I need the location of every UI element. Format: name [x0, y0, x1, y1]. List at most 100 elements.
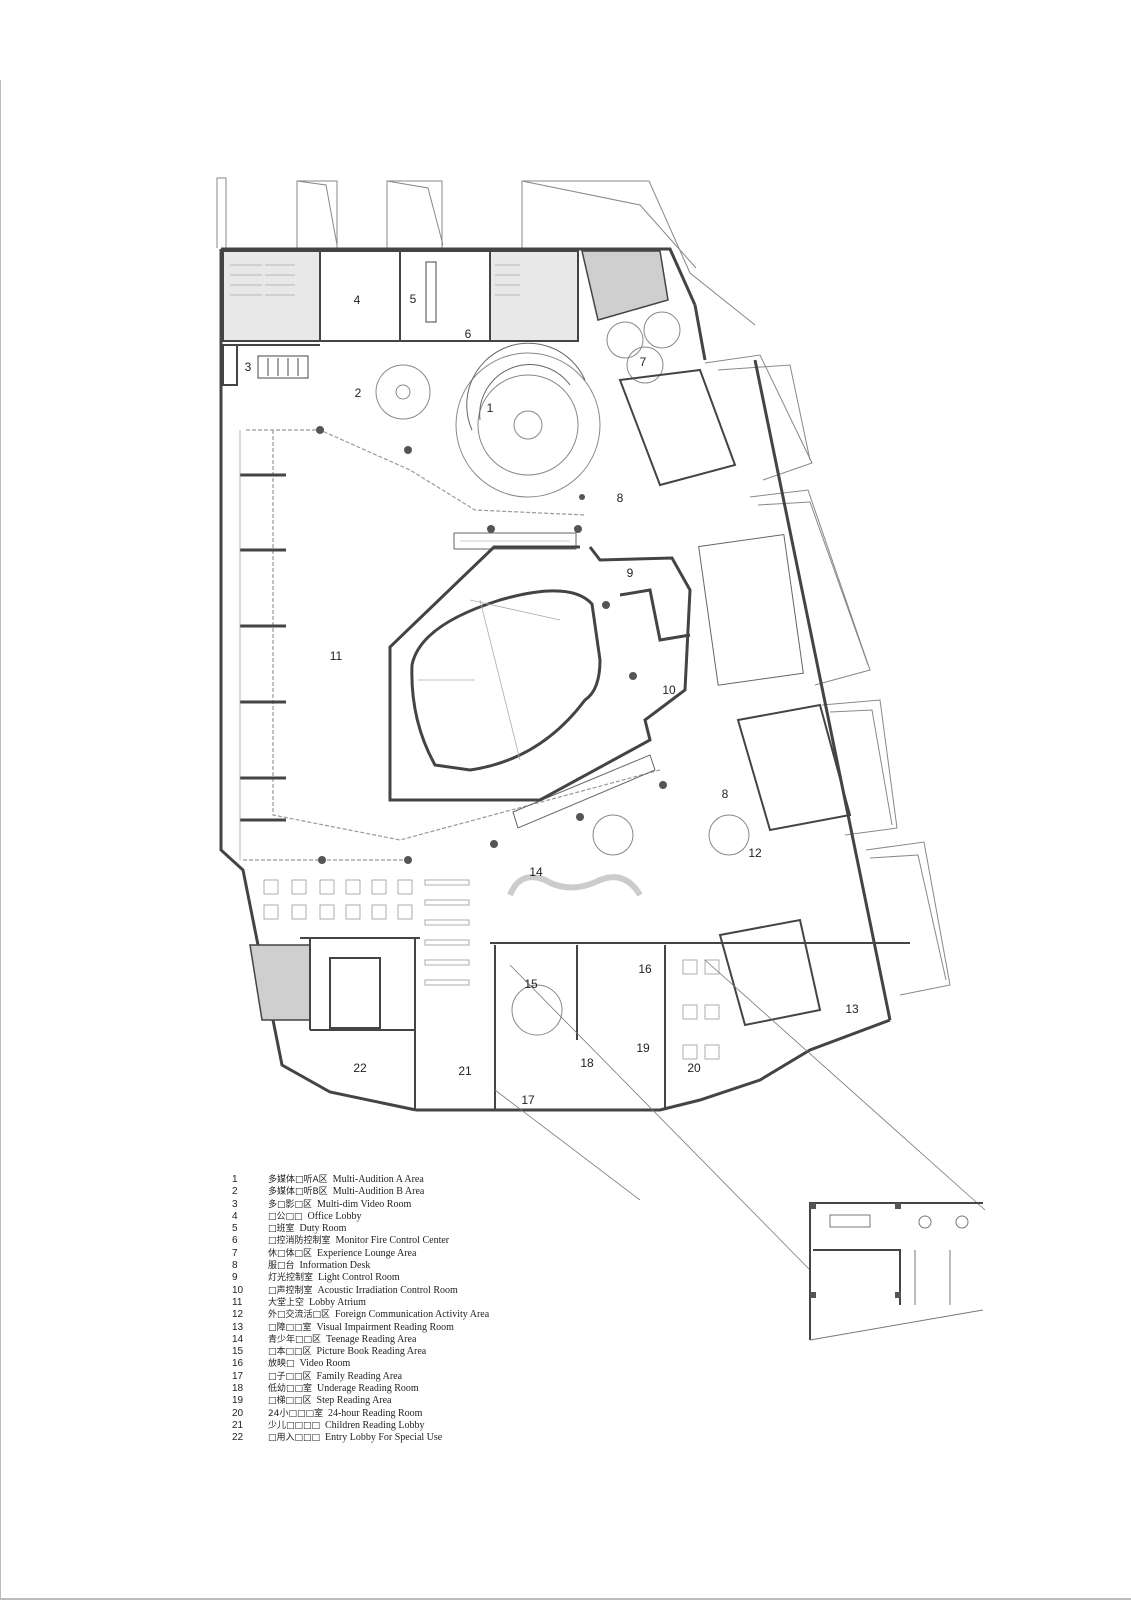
room-label: 21	[458, 1064, 472, 1078]
legend-number: 7	[232, 1247, 238, 1259]
legend-english-label: Duty Room	[299, 1223, 347, 1235]
room-label: 6	[465, 327, 472, 341]
legend-chinese-label: 服□台	[268, 1261, 295, 1272]
legend-chinese-label: 灯光控制室	[268, 1273, 314, 1284]
legend-chinese-label: □班室	[268, 1224, 295, 1235]
room-label: 8	[617, 491, 624, 505]
legend-number: 16	[232, 1358, 244, 1370]
room-label: 12	[748, 846, 762, 860]
legend-number: 6	[232, 1235, 238, 1247]
legend-item: 21 少儿□□□□ Children Reading Lobby	[232, 1420, 652, 1432]
legend-english-label: Office Lobby	[307, 1210, 362, 1222]
legend-chinese-label: 多□影□区	[268, 1199, 313, 1210]
legend-english-label: Light Control Room	[318, 1272, 400, 1284]
legend-item: 9 灯光控制室 Light Control Room	[232, 1272, 652, 1284]
legend-number: 21	[232, 1419, 244, 1431]
legend-number: 10	[232, 1284, 244, 1296]
legend-item: 22 □用入□□□ Entry Lobby For Special Use	[232, 1432, 652, 1444]
room-label: 5	[410, 292, 417, 306]
legend-chinese-label: □梯□□区	[268, 1396, 312, 1407]
legend-item: 10 □声控制室 Acoustic Irradiation Control Room	[232, 1285, 652, 1297]
legend-number: 8	[232, 1260, 238, 1272]
legend-english-label: Entry Lobby For Special Use	[325, 1432, 443, 1444]
legend-chinese-label: □障□□室	[268, 1322, 312, 1333]
legend-chinese-label: □声控制室	[268, 1285, 313, 1296]
legend-number: 1	[232, 1174, 238, 1185]
legend-item: 1 多媒体□听A区 Multi-Audition A Area	[232, 1174, 652, 1186]
legend-english-label: Underage Reading Room	[317, 1383, 419, 1395]
legend-chinese-label: 多媒体□听B区	[268, 1187, 328, 1198]
legend-english-label: Step Reading Area	[316, 1395, 392, 1407]
legend-item: 19 □梯□□区 Step Reading Area	[232, 1395, 652, 1407]
legend-number: 14	[232, 1333, 244, 1345]
legend-chinese-label: □子□□区	[268, 1371, 312, 1382]
legend-number: 11	[232, 1296, 243, 1308]
legend-chinese-label: 少儿□□□□	[268, 1420, 321, 1431]
room-label: 9	[627, 566, 634, 580]
legend-item: 12 外□交流活□区 Foreign Communication Activity …	[232, 1309, 652, 1321]
legend-number: 18	[232, 1383, 244, 1395]
legend-item: 8 服□台 Information Desk	[232, 1260, 652, 1272]
legend-number: 2	[232, 1186, 238, 1198]
legend-number: 22	[232, 1432, 244, 1444]
legend-chinese-label: 低幼□□室	[268, 1384, 313, 1395]
legend-item: 17 □子□□区 Family Reading Area	[232, 1371, 652, 1383]
legend-english-label: Experience Lounge Area	[317, 1247, 417, 1259]
legend-number: 19	[232, 1395, 244, 1407]
legend-chinese-label: 多媒体□听A区	[268, 1175, 328, 1185]
legend-english-label: Information Desk	[299, 1260, 371, 1272]
room-label: 14	[529, 865, 543, 879]
legend-english-label: Teenage Reading Area	[326, 1333, 417, 1345]
legend-english-label: Picture Book Reading Area	[316, 1346, 427, 1358]
legend-chinese-label: □控消防控制室	[268, 1236, 331, 1247]
room-label: 10	[662, 683, 676, 697]
legend-english-label: Children Reading Lobby	[325, 1419, 425, 1431]
legend-number: 9	[232, 1272, 238, 1284]
room-label: 18	[580, 1056, 594, 1070]
legend-english-label: Lobby Atrium	[309, 1296, 366, 1308]
legend-english-label: Foreign Communication Activity Area	[335, 1309, 490, 1321]
room-label: 7	[640, 355, 647, 369]
room-label: 11	[330, 649, 343, 663]
legend-english-label: Multi-Audition A Area	[332, 1174, 424, 1185]
legend-number: 3	[232, 1198, 238, 1210]
legend-number: 12	[232, 1309, 244, 1321]
legend-item: 2 多媒体□听B区 Multi-Audition B Area	[232, 1186, 652, 1198]
legend-english-label: Family Reading Area	[316, 1370, 403, 1382]
room-label: 8	[722, 787, 729, 801]
legend-number: 5	[232, 1223, 238, 1235]
legend-chinese-label: 外□交流活□区	[268, 1310, 331, 1321]
legend-chinese-label: □公□□	[268, 1211, 303, 1222]
page-edge-left	[0, 80, 1, 1600]
legend-english-label: Multi-Audition B Area	[332, 1186, 425, 1198]
legend-english-label: Acoustic Irradiation Control Room	[317, 1284, 458, 1296]
room-label: 2	[355, 386, 362, 400]
legend-chinese-label: □用入□□□	[268, 1433, 321, 1444]
legend-number: 15	[232, 1346, 244, 1358]
room-label: 19	[636, 1041, 650, 1055]
legend-english-label: Visual Impairment Reading Room	[316, 1321, 454, 1333]
legend-item: 3 多□影□区 Multi-dim Video Room	[232, 1199, 652, 1211]
legend-number: 17	[232, 1370, 244, 1382]
legend-english-label: 24-hour Reading Room	[327, 1407, 423, 1419]
room-label: 16	[638, 962, 652, 976]
legend-item: 15 □本□□区 Picture Book Reading Area	[232, 1346, 652, 1358]
legend-chinese-label: 大堂上空	[268, 1297, 305, 1308]
legend-english-label: Multi-dim Video Room	[317, 1198, 412, 1210]
legend-english-label: Monitor Fire Control Center	[335, 1235, 450, 1247]
legend-item: 18 低幼□□室 Underage Reading Room	[232, 1383, 652, 1395]
room-label: 22	[353, 1061, 367, 1075]
legend-chinese-label: □本□□区	[268, 1347, 312, 1358]
page-edge-bottom	[0, 1598, 1131, 1600]
legend-item: 5 □班室 Duty Room	[232, 1223, 652, 1235]
room-label: 17	[521, 1093, 535, 1107]
legend-english-label: Video Room	[299, 1358, 351, 1370]
room-label: 1	[487, 401, 494, 415]
